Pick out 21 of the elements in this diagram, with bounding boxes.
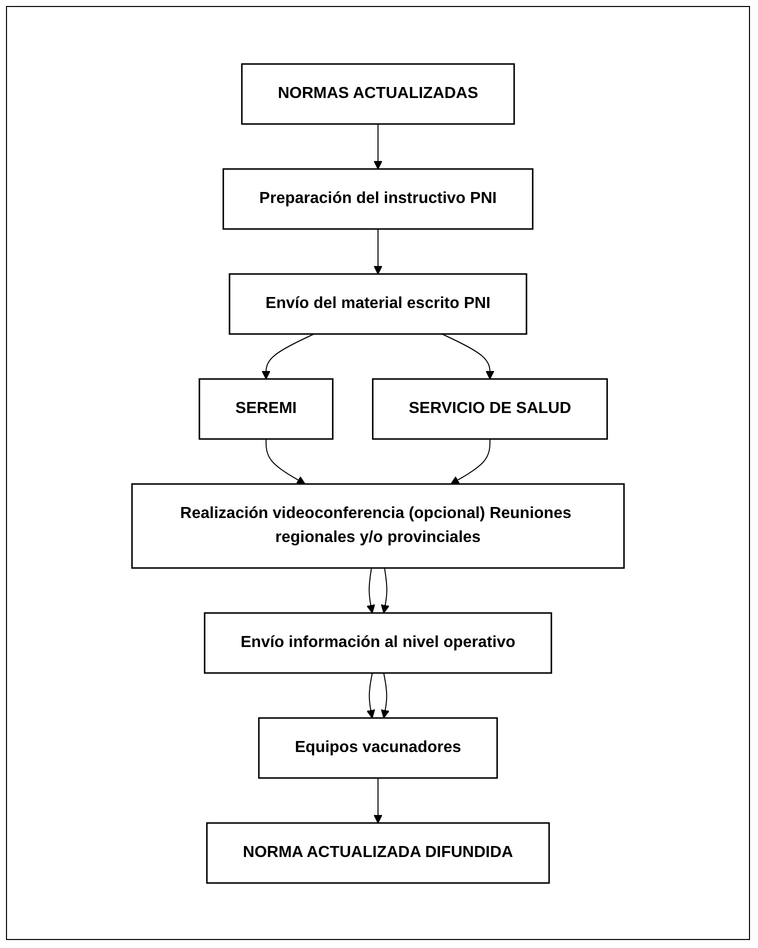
node-box [372,378,608,440]
arrow [374,777,382,823]
node-box [258,716,498,778]
arrow [441,333,494,379]
arrow [380,567,390,613]
node-box [131,482,625,568]
node-box [206,822,550,884]
arrow [380,672,390,718]
diagram-frame: NORMAS ACTUALIZADAS Preparación del instructivo PNI Envío del material escrito PNI SEREMI SERVICIO DE SALUD Realización videoconferencia (opcional) Reuniones regionales y/o provinciales Envío información al nivel operativo Equipos vacunadores NORMA ACTUALIZADA DIFUNDIDA [6,6,750,940]
arrow [450,438,490,484]
node-box [228,272,528,334]
node-box [198,378,334,440]
arrow [262,333,315,379]
arrow [374,228,382,274]
arrow [374,123,382,169]
node-box [204,612,552,674]
arrow [266,438,306,484]
node-box [241,62,515,124]
arrow [366,672,376,718]
arrow [366,567,376,613]
node-box [222,168,534,230]
